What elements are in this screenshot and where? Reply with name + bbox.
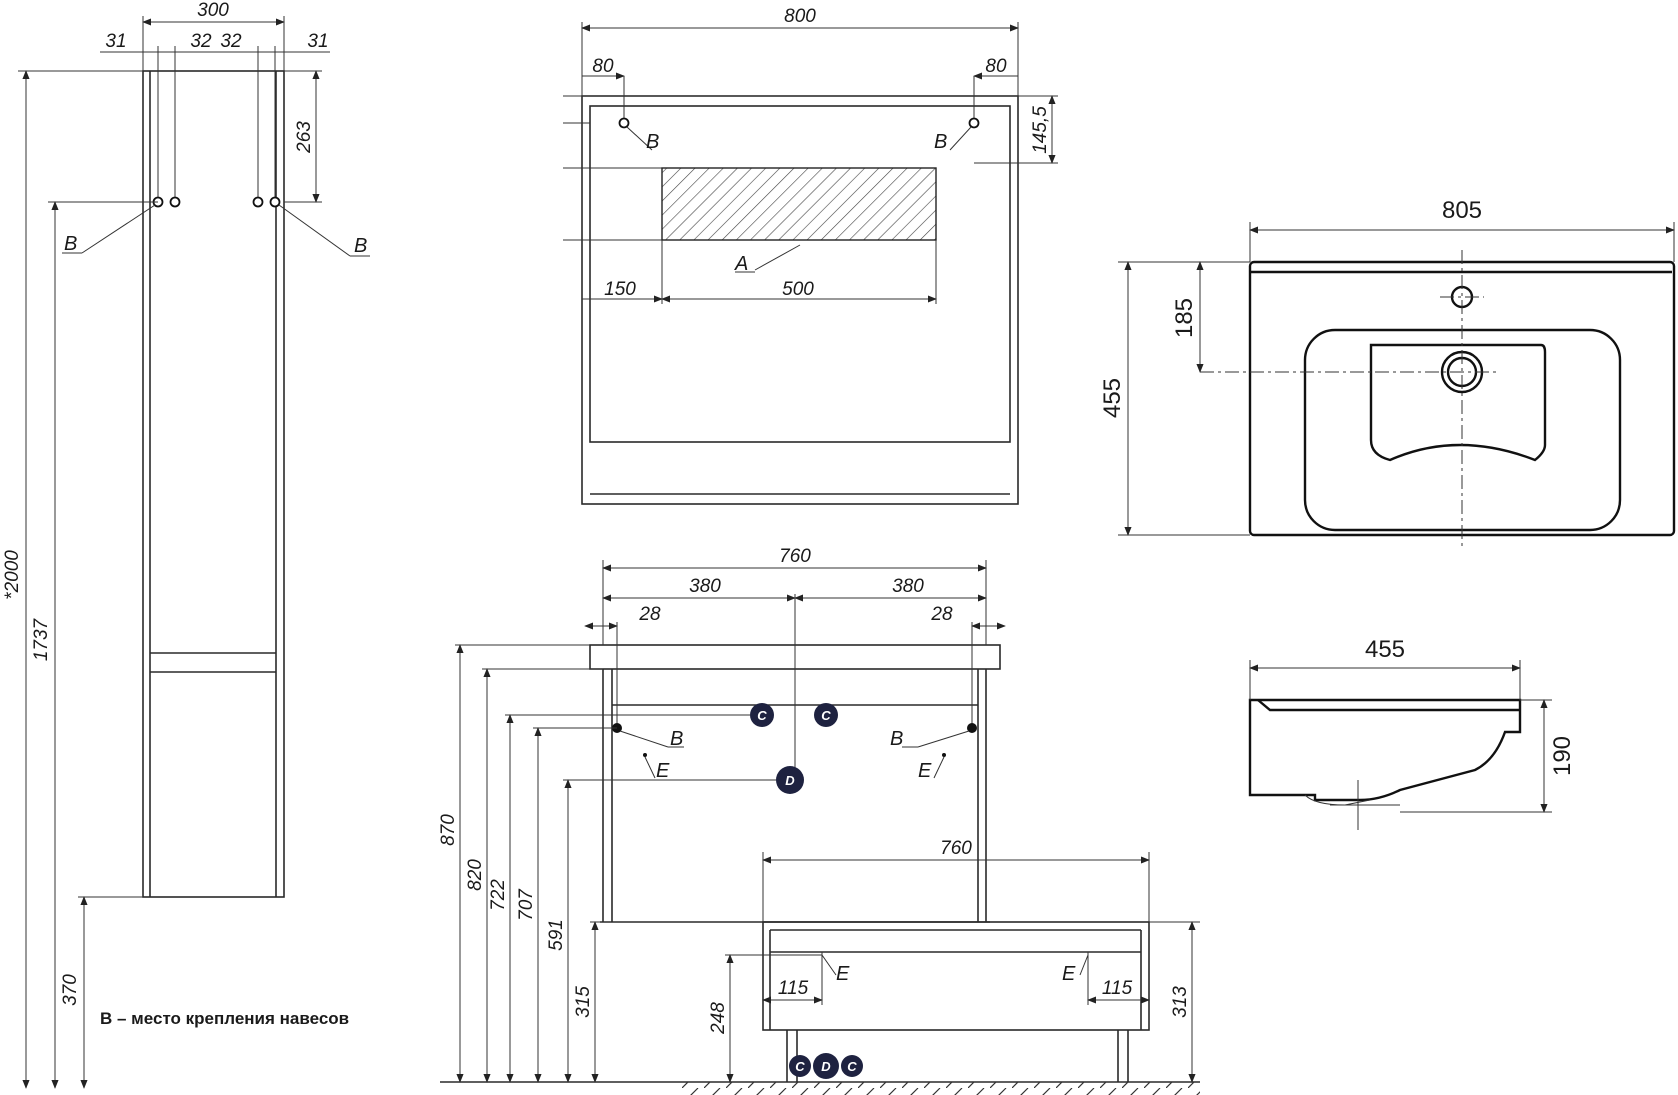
hook-point (967, 723, 977, 733)
lower-dim-width: 760 (940, 838, 972, 859)
cabinet-dim-leg: 370 (60, 974, 81, 1006)
basin-dim-drain: 185 (1171, 298, 1198, 338)
svg-text:C: C (847, 1059, 857, 1074)
hook-point (968, 117, 980, 129)
lower-dim-313: 313 (1170, 986, 1191, 1018)
basin-basin-shape (1369, 343, 1547, 462)
basin-top-view: 805 455 185 (1099, 197, 1676, 548)
front-dim-edge-left: 28 (638, 604, 661, 625)
front-dim-half-left: 380 (689, 576, 721, 597)
connection-marker-c (789, 1055, 811, 1077)
front-label-e-left: E (656, 760, 670, 782)
front-dim-820: 820 (465, 859, 486, 891)
back-dim-right-offset: 80 (985, 56, 1007, 77)
connection-marker-c (750, 703, 774, 727)
front-dim-half-right: 380 (892, 576, 924, 597)
basin-side-dim-height: 190 (1549, 736, 1576, 776)
cabinet-label-b-left: B (64, 233, 77, 255)
basin-dim-depth: 455 (1099, 378, 1126, 418)
back-dim-zone-width: 500 (782, 279, 814, 300)
cabinet-dim-right: 31 (307, 31, 328, 52)
svg-text:C: C (757, 708, 767, 723)
cabinet-dim-hook-height: 1737 (31, 617, 52, 661)
back-dim-left-offset: 80 (592, 56, 614, 77)
cabinet-dim-mid-left: 32 (190, 31, 212, 52)
lower-dim-115-left: 115 (778, 978, 809, 999)
floor-hatch (680, 1082, 1200, 1095)
hook-point (618, 117, 630, 129)
front-dim-722: 722 (488, 879, 509, 911)
hatched-zone-a (661, 167, 937, 241)
back-view: 800 80 80 B B 145,5 A 150 500 (563, 6, 1058, 505)
hook-point (252, 196, 264, 208)
lower-dim-248: 248 (708, 1002, 729, 1035)
back-label-a: A (734, 253, 748, 275)
front-dim-591: 591 (546, 919, 567, 951)
back-dim-zone-left: 150 (604, 279, 636, 300)
lower-view: 760 115 115 E E 248 313 C D C (440, 838, 1200, 1095)
svg-text:C: C (821, 708, 831, 723)
front-dim-870: 870 (438, 814, 459, 846)
back-label-b-left: B (646, 131, 659, 153)
back-dim-hook-drop: 145,5 (1030, 106, 1051, 154)
cabinet-label-b-right: B (354, 235, 367, 257)
legend-note: B – место крепления навесов (100, 1009, 349, 1028)
svg-text:D: D (821, 1059, 831, 1074)
front-dim-top-width: 760 (779, 546, 811, 567)
back-dim-width: 800 (784, 6, 816, 27)
basin-side-view: 455 190 (1248, 636, 1576, 830)
lower-cabinet-body (762, 921, 1150, 1031)
connection-marker-d (813, 1053, 839, 1079)
lower-dim-115-right: 115 (1102, 978, 1133, 999)
svg-text:D: D (785, 773, 795, 788)
basin-dim-width: 805 (1442, 197, 1482, 224)
lower-label-e-left: E (836, 963, 850, 985)
front-label-e-right: E (918, 760, 932, 782)
cabinet-view: 300 31 32 32 31 263 B B *2000 1737 (2, 0, 370, 1089)
svg-text:C: C (795, 1059, 805, 1074)
front-dim-edge-right: 28 (930, 604, 953, 625)
front-dim-315: 315 (573, 986, 594, 1018)
front-view: 760 380 380 28 28 B B E E C C D (438, 546, 1006, 1083)
cabinet-dim-hook-top: 263 (294, 121, 315, 154)
lower-label-e-right: E (1062, 963, 1076, 985)
basin-side-dim-depth: 455 (1365, 636, 1405, 663)
front-dim-707: 707 (516, 888, 537, 921)
basin-side-outline (1248, 698, 1522, 802)
cabinet-dim-height: *2000 (2, 550, 23, 600)
hook-point (269, 196, 281, 208)
connection-marker-c (814, 703, 838, 727)
cabinet-dim-width: 300 (197, 0, 229, 21)
back-label-b-right: B (934, 131, 947, 153)
cabinet-dim-left: 31 (105, 31, 126, 52)
connection-marker-d (776, 766, 804, 794)
front-label-b-right: B (890, 728, 903, 750)
front-label-b-left: B (670, 728, 683, 750)
hook-point (169, 196, 181, 208)
cabinet-body (142, 70, 285, 898)
cabinet-dim-mid-right: 32 (220, 31, 242, 52)
connection-marker-c (841, 1055, 863, 1077)
